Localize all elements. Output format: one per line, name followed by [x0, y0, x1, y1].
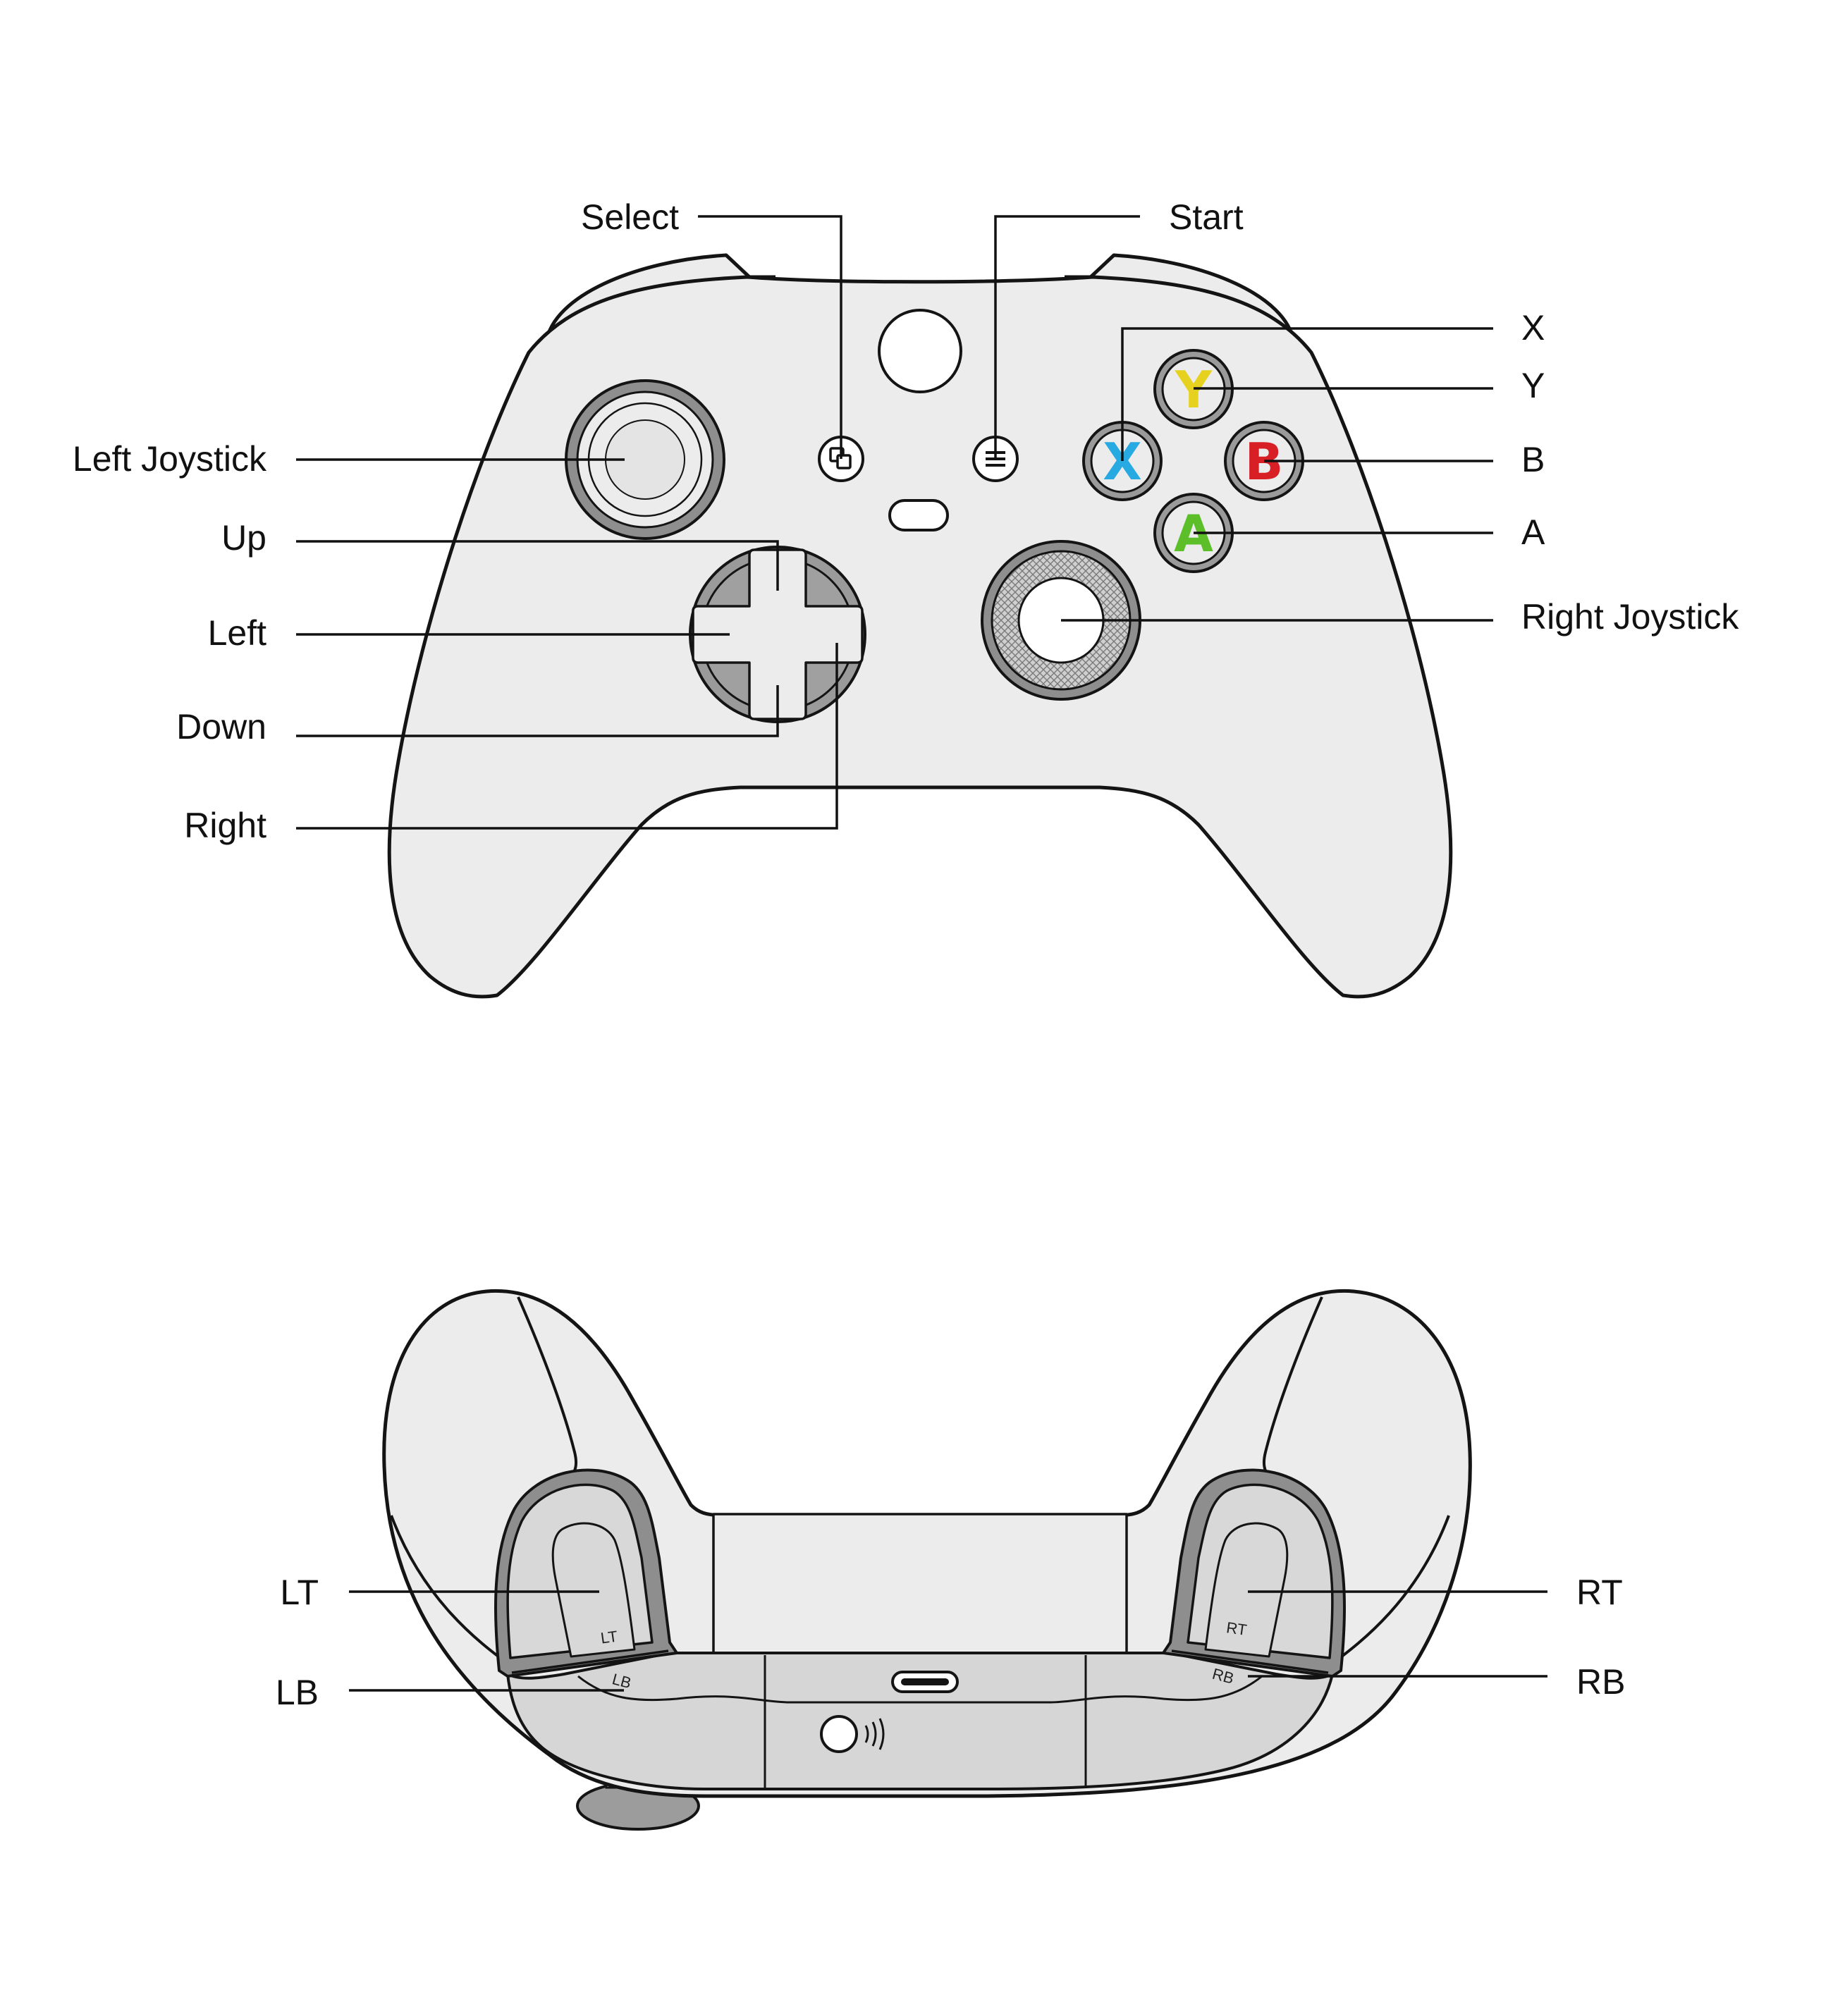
rt-embossed: RT	[1225, 1618, 1248, 1639]
pair-button[interactable]	[820, 1715, 885, 1753]
center-panel	[712, 1513, 1128, 1658]
pair-wave-2	[871, 1721, 877, 1747]
pair-wave-1	[864, 1725, 869, 1743]
up-label: Up	[221, 518, 266, 558]
rb-bumper-edge[interactable]	[1171, 1649, 1329, 1674]
d-pad-cross	[692, 548, 864, 720]
d-pad[interactable]	[689, 546, 866, 723]
right-grip-seam	[1263, 1296, 1323, 1478]
left-joystick-label: Left Joystick	[73, 439, 267, 479]
pair-wave-3	[878, 1718, 885, 1750]
left-joystick[interactable]	[565, 379, 725, 540]
front-leader-lines	[296, 215, 1493, 830]
left-label: Left	[208, 613, 267, 653]
x-label: X	[1521, 308, 1545, 348]
left-grip-seam	[517, 1296, 577, 1478]
down-leader	[296, 685, 779, 737]
front-view: Y X B A	[73, 197, 1739, 999]
right-label: Right	[184, 806, 266, 845]
select-leader	[698, 215, 842, 459]
lt-embossed: LT	[599, 1628, 618, 1647]
usb-c-port-inner	[901, 1678, 949, 1685]
rb-label: RB	[1576, 1662, 1625, 1702]
x-leader	[1121, 327, 1493, 461]
left-grip-underside	[390, 1515, 509, 1665]
lt-label: LT	[280, 1573, 319, 1612]
right-joystick-label: Right Joystick	[1521, 597, 1739, 637]
start-leader	[994, 215, 1140, 459]
right-trigger-assembly: RT RB	[1162, 1468, 1346, 1688]
select-label: Select	[581, 197, 679, 237]
lb-label: LB	[276, 1673, 319, 1712]
start-label: Start	[1169, 197, 1244, 237]
a-label: A	[1521, 512, 1545, 552]
down-label: Down	[176, 707, 266, 746]
b-label: B	[1521, 440, 1545, 479]
pair-button-icon	[820, 1715, 858, 1753]
guide-button[interactable]	[878, 309, 962, 393]
y-label: Y	[1521, 366, 1545, 405]
right-grip-underside	[1331, 1515, 1450, 1665]
lb-bumper-edge[interactable]	[511, 1649, 669, 1674]
rt-label: RT	[1576, 1573, 1623, 1612]
bumper-divider	[577, 1675, 1263, 1704]
y-button-letter: Y	[1175, 360, 1213, 419]
share-button[interactable]	[888, 499, 949, 531]
top-view: LT LB RT RB	[276, 1289, 1625, 1831]
up-leader	[296, 540, 779, 591]
right-leader	[296, 643, 838, 830]
bumper-tray	[506, 1652, 1334, 1790]
lt-trigger[interactable]	[551, 1522, 636, 1658]
rt-trigger[interactable]	[1204, 1522, 1289, 1658]
top-leader-lines	[349, 1590, 1547, 1692]
